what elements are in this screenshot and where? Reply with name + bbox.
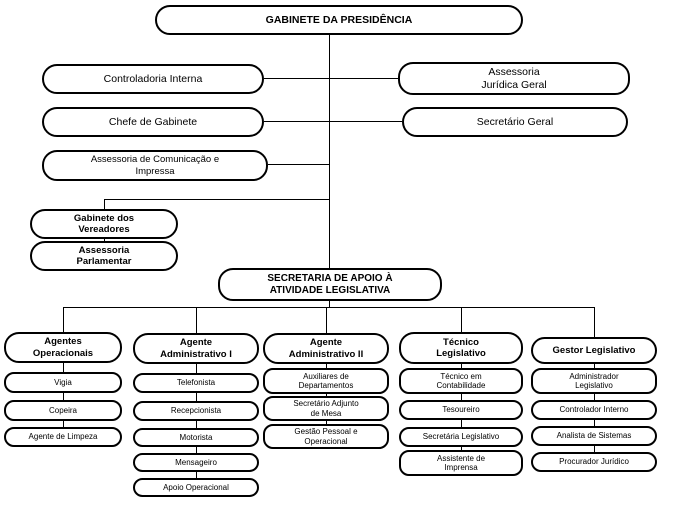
connector-stub (461, 364, 462, 368)
node-procurador-juridico: Procurador Jurídico (531, 452, 657, 472)
node-auxiliares-de-departamentos: Auxiliares de Departamentos (263, 368, 389, 394)
node-chefe-de-gabinete: Chefe de Gabinete (42, 107, 264, 137)
node-tecnico-em-contabilidade: Técnico em Contabilidade (399, 368, 523, 394)
connector-drop-col4 (461, 307, 462, 332)
node-agente-administrativo-2: Agente Administrativo II (263, 333, 389, 364)
node-mensageiro: Mensageiro (133, 453, 259, 472)
connector-stub (326, 394, 327, 396)
connector-stub (326, 364, 327, 368)
node-agente-de-limpeza: Agente de Limpeza (4, 427, 122, 447)
connector-drop-col2 (196, 307, 197, 333)
node-agentes-operacionais: Agentes Operacionais (4, 332, 122, 363)
connector-secretaria-v (329, 301, 330, 307)
connector-stub (461, 394, 462, 400)
connector-stub (594, 364, 595, 368)
node-gestor-legislativo: Gestor Legislativo (531, 337, 657, 364)
connector-drop-col3 (326, 307, 327, 333)
connector-stub (326, 421, 327, 424)
connector-stub (63, 363, 64, 372)
connector-stub (196, 472, 197, 478)
node-vigia: Vigia (4, 372, 122, 393)
node-assessoria-parlamentar: Assessoria Parlamentar (30, 241, 178, 271)
node-gabinete-da-presidencia: GABINETE DA PRESIDÊNCIA (155, 5, 523, 35)
connector-vereadores-h (104, 199, 330, 200)
connector-stub (594, 446, 595, 452)
node-controladoria-interna: Controladoria Interna (42, 64, 264, 94)
node-gabinete-dos-vereadores: Gabinete dos Vereadores (30, 209, 178, 239)
connector-stub (594, 420, 595, 426)
connector-stub (594, 394, 595, 400)
node-secretario-adjunto-de-mesa: Secretário Adjunto de Mesa (263, 396, 389, 421)
node-assessoria-juridica-geral: Assessoria Jurídica Geral (398, 62, 630, 95)
connector-drop-col1 (63, 307, 64, 332)
node-assistente-de-imprensa: Assistente de Imprensa (399, 450, 523, 476)
node-tesoureiro: Tesoureiro (399, 400, 523, 420)
node-telefonista: Telefonista (133, 373, 259, 393)
connector-stub (196, 421, 197, 428)
connector-vereadores-v (104, 199, 105, 209)
node-gestao-pessoal-e-operacional: Gestão Pessoal e Operacional (263, 424, 389, 449)
connector-parlamentar-v (104, 238, 105, 242)
connector-stub (461, 420, 462, 427)
connector-stub (63, 421, 64, 427)
node-copeira: Copeira (4, 400, 122, 421)
connector-row3 (268, 164, 330, 165)
connector-stub (461, 447, 462, 450)
node-recepcionista: Recepcionista (133, 401, 259, 421)
node-tecnico-legislativo: Técnico Legislativo (399, 332, 523, 364)
connector-stub (196, 393, 197, 401)
node-secretario-geral: Secretário Geral (402, 107, 628, 137)
connector-stub (63, 393, 64, 400)
connector-bus (63, 307, 595, 308)
node-analista-de-sistemas: Analista de Sistemas (531, 426, 657, 446)
connector-drop-col5 (594, 307, 595, 337)
node-assessoria-de-comunicacao-e-impressa: Assessoria de Comunicação e Impressa (42, 150, 268, 181)
node-secretaria-de-apoio: SECRETARIA DE APOIO À ATIVIDADE LEGISLAT… (218, 268, 442, 301)
node-agente-administrativo-1: Agente Administrativo I (133, 333, 259, 364)
node-secretaria-legislativo: Secretária Legislativo (399, 427, 523, 447)
node-apoio-operacional: Apoio Operacional (133, 478, 259, 497)
connector-stub (196, 364, 197, 373)
connector-stub (196, 447, 197, 453)
node-administrador-legislativo: Administrador Legislativo (531, 368, 657, 394)
connector-row2 (264, 121, 402, 122)
connector-row1 (264, 78, 398, 79)
node-motorista: Motorista (133, 428, 259, 447)
node-controlador-interno: Controlador Interno (531, 400, 657, 420)
connector-trunk (329, 35, 330, 268)
